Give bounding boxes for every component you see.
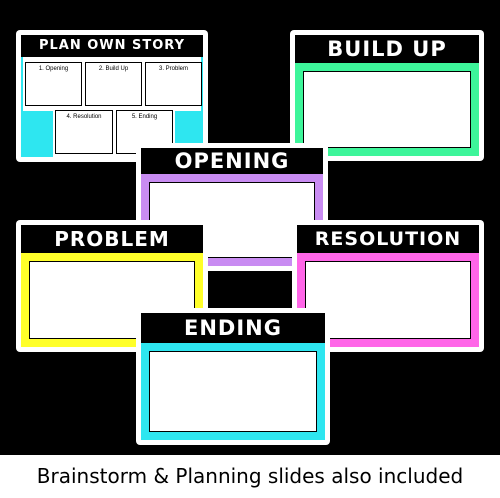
plan-own-story-slide: PLAN OWN STORY 1. Opening 2. Build Up 3.… [21, 35, 203, 157]
build-up-card: BUILD UP [290, 30, 484, 161]
build-up-slide: BUILD UP [295, 35, 479, 156]
ending-card: ENDING [136, 308, 330, 445]
caption-text: Brainstorm & Planning slides also includ… [0, 455, 500, 498]
ending-title: ENDING [141, 313, 325, 343]
build-up-writing-box [303, 71, 471, 148]
resolution-title: RESOLUTION [297, 225, 479, 253]
problem-card: PROBLEM [16, 220, 208, 352]
plan-own-story-title: PLAN OWN STORY [21, 35, 203, 57]
plan-cell-problem: 3. Problem [145, 62, 202, 106]
problem-title: PROBLEM [21, 225, 203, 253]
resolution-writing-box [305, 261, 471, 339]
plan-cell-opening: 1. Opening [25, 62, 82, 106]
plan-own-story-card: PLAN OWN STORY 1. Opening 2. Build Up 3.… [16, 30, 208, 162]
ending-slide: ENDING [141, 313, 325, 440]
ending-writing-box [149, 351, 317, 432]
plan-cell-resolution: 4. Resolution [55, 110, 113, 154]
build-up-title: BUILD UP [295, 35, 479, 63]
opening-title: OPENING [141, 148, 323, 174]
plan-cell-build-up: 2. Build Up [85, 62, 142, 106]
